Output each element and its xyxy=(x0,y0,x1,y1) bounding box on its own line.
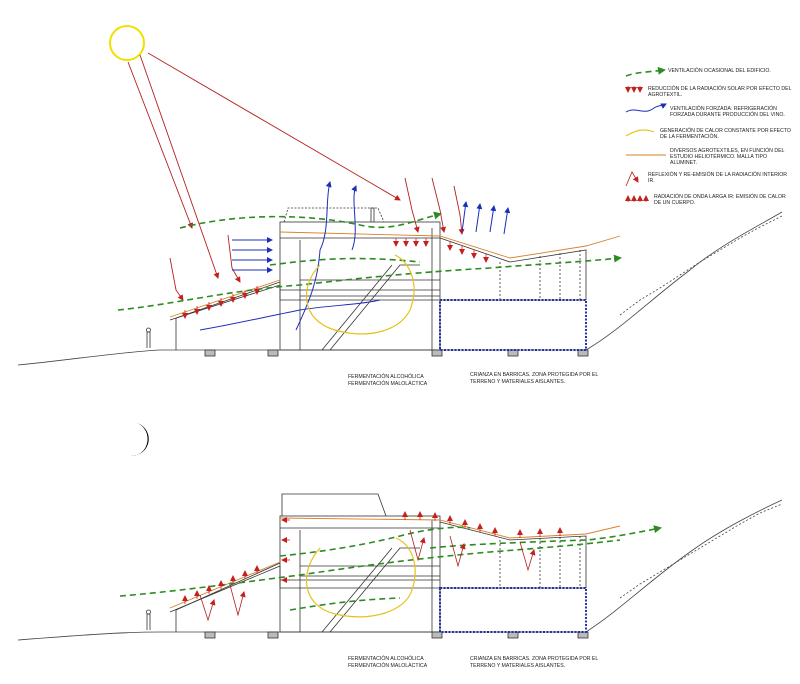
terrain xyxy=(17,211,783,366)
legend-agrotextil: DIVERSOS AGROTEXTILES, EN FUNCIÓN DEL ES… xyxy=(670,148,785,167)
note-crianza-day: CRIANZA EN BARRICAS. ZONA PROTEGIDA POR … xyxy=(470,372,599,385)
barrel-storage-zone xyxy=(439,587,587,633)
solar-reduction-arrows xyxy=(182,238,489,319)
legend-ventilation: VENTILACIÓN OCASIONAL DEL EDIFICIO. xyxy=(668,68,771,74)
legend-symbols xyxy=(625,66,667,202)
agrotextil-roof xyxy=(169,517,621,609)
note-fermentation-day: FERMENTACIÓN ALCOHÓLICA FERMENTACIÓN MAL… xyxy=(348,374,428,387)
building-structure xyxy=(146,493,589,639)
sun-rays xyxy=(127,52,465,301)
moon-icon xyxy=(127,423,149,456)
fermentation-heat xyxy=(305,537,416,618)
legend-reflection: REFLEXIÓN Y RE-EMISIÓN DE LA RADIACIÓN I… xyxy=(648,172,788,185)
legend-forced-ventilation: VENTILACIÓN FORZADA: REFRIGERACIÓN FORZA… xyxy=(670,106,785,119)
longwave-radiation-arrows xyxy=(182,511,563,604)
note-crianza-night: CRIANZA EN BARRICAS. ZONA PROTEGIDA POR … xyxy=(470,656,599,669)
legend-longwave-radiation: RADIACIÓN DE ONDA LARGA IR: EMISIÓN DE C… xyxy=(654,194,786,207)
ventilation-flow xyxy=(117,211,622,311)
legend-fermentation-heat: GENERACIÓN DE CALOR CONSTANTE POR EFECTO… xyxy=(660,128,791,141)
sun-icon xyxy=(109,25,145,61)
legend-solar-reduction: REDUCCIÓN DE LA RADIACIÓN SOLAR POR EFEC… xyxy=(648,86,792,99)
terrain xyxy=(17,499,783,641)
agrotextil-roof xyxy=(169,231,621,318)
note-fermentation-night: FERMENTACIÓN ALCOHÓLICA FERMENTACIÓN MAL… xyxy=(348,656,428,669)
reflection-arrows xyxy=(199,529,536,622)
forced-ventilation-flow xyxy=(199,181,511,331)
fermentation-heat xyxy=(305,254,415,335)
night-section xyxy=(17,493,783,641)
day-section xyxy=(17,181,783,366)
barrel-storage-zone xyxy=(439,299,587,351)
